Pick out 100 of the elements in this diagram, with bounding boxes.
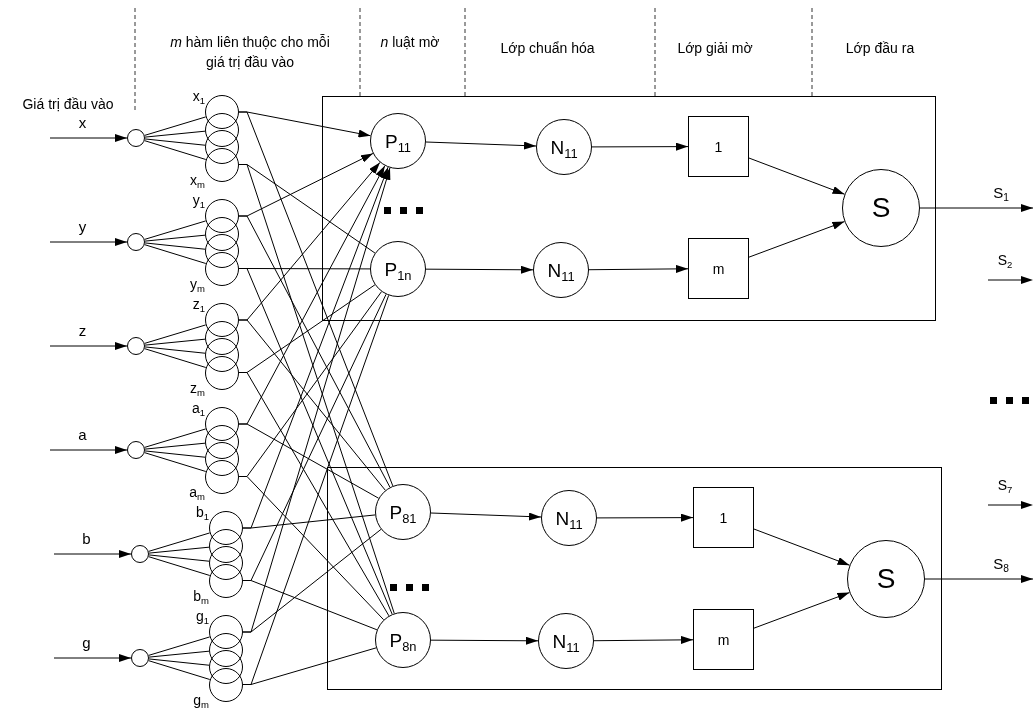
membership-label: x$_{m}$ <box>190 172 205 187</box>
membership-label: x$_{1}$ <box>192 89 205 103</box>
membership-label: a$_{m}$ <box>189 484 205 499</box>
arrow <box>49 238 128 246</box>
signal-label: S$_{7}$ <box>996 476 1014 495</box>
arrow <box>588 264 689 273</box>
arrow <box>49 342 128 350</box>
node-label: N$_{11}$ <box>547 260 575 280</box>
connector-line <box>144 338 206 346</box>
connector-line <box>238 423 380 499</box>
input-node-circle <box>131 649 149 667</box>
connector-line <box>144 130 206 138</box>
signal-label: S$_{1}$ <box>991 185 1011 200</box>
node-label: N$_{11}$ <box>550 137 578 157</box>
connector-line <box>148 546 210 554</box>
membership-label: a$_{1}$ <box>191 401 205 415</box>
column-heading: Lớp giải mờ <box>676 39 754 58</box>
connector-line <box>148 660 211 680</box>
node-label: N$_{11}$ <box>552 631 580 651</box>
arrow <box>748 221 845 258</box>
node-label: 1 <box>714 139 723 154</box>
arrow <box>53 550 132 558</box>
connector-line <box>238 268 393 615</box>
node-label: S <box>876 565 896 593</box>
column-heading: Giá trị đầu vào <box>21 95 115 114</box>
signal-label: S$_{2}$ <box>996 251 1014 270</box>
column-heading: Lớp đầu ra <box>844 39 916 58</box>
connector-line <box>144 242 206 250</box>
arrow <box>53 654 132 662</box>
connector-line <box>238 319 386 491</box>
defuzzify-box <box>693 487 754 548</box>
node-label: P$_{1n}$ <box>384 259 412 279</box>
node-label: N$_{11}$ <box>555 508 583 528</box>
column-heading: Lớp chuẩn hóa <box>499 39 596 58</box>
membership-label: y$_{1}$ <box>192 193 205 207</box>
rule-group-frame <box>327 467 942 690</box>
connector-line <box>144 220 207 240</box>
connector-line <box>238 215 391 488</box>
arrow <box>919 204 1034 212</box>
membership-label: g$_{m}$ <box>193 692 209 707</box>
connector-line <box>144 346 206 354</box>
node-label: m <box>712 261 725 276</box>
membership-label: b$_{1}$ <box>195 505 209 519</box>
connector-line <box>148 554 210 562</box>
node-label: S <box>871 194 891 222</box>
defuzzify-box <box>693 609 754 670</box>
connector-line <box>144 442 206 450</box>
membership-label: y$_{m}$ <box>190 276 205 291</box>
connector-line <box>144 138 206 146</box>
connector-line <box>148 650 210 658</box>
connector-line <box>242 528 382 633</box>
defuzzify-box <box>688 238 749 299</box>
connector-line <box>144 452 207 472</box>
membership-label: z$_{1}$ <box>192 297 205 311</box>
connector-line <box>148 532 211 552</box>
connector-line <box>242 580 378 631</box>
node-label: P$_{11}$ <box>384 131 412 151</box>
node-label: P$_{8n}$ <box>389 630 417 650</box>
membership-label: z$_{m}$ <box>190 380 205 395</box>
connector-line <box>144 450 206 458</box>
input-node-circle <box>131 545 149 563</box>
input-node-circle <box>127 129 145 147</box>
membership-label: g$_{1}$ <box>195 609 209 623</box>
signal-label: S$_{8}$ <box>991 556 1011 571</box>
arrow <box>49 134 128 142</box>
connector-line <box>238 372 390 617</box>
connector-line <box>148 636 211 656</box>
defuzzify-box <box>688 116 749 177</box>
connector-line <box>144 324 207 344</box>
input-node-circle <box>127 337 145 355</box>
input-node-circle <box>127 233 145 251</box>
node-label: m <box>717 632 730 647</box>
connector-line <box>242 514 376 529</box>
arrow <box>425 141 537 150</box>
connector-line <box>238 111 394 487</box>
arrow <box>430 636 539 645</box>
arrow <box>49 446 128 454</box>
membership-label: b$_{m}$ <box>193 588 209 603</box>
connector-line <box>148 556 211 576</box>
input-node-circle <box>127 441 145 459</box>
arrow <box>748 157 845 195</box>
node-label: 1 <box>719 510 728 525</box>
column-heading: m hàm liên thuộc cho mỗi giá trị đầu vào <box>169 33 331 72</box>
rule-group-frame <box>322 96 936 321</box>
arrow <box>593 635 694 644</box>
connector-line <box>144 116 207 136</box>
signal-label: b <box>80 531 93 546</box>
node-label: P$_{81}$ <box>389 502 417 522</box>
arrow <box>596 513 694 522</box>
connector-line <box>144 244 207 264</box>
arrow <box>924 575 1034 583</box>
arrow <box>753 592 850 629</box>
connector-line <box>144 140 207 160</box>
connector-line <box>148 658 210 666</box>
connector-line <box>242 647 377 685</box>
connector-line <box>144 348 207 368</box>
connector-line <box>238 476 385 621</box>
arrow <box>425 265 534 274</box>
column-heading: n luật mờ <box>380 33 440 52</box>
arrow <box>430 512 542 521</box>
